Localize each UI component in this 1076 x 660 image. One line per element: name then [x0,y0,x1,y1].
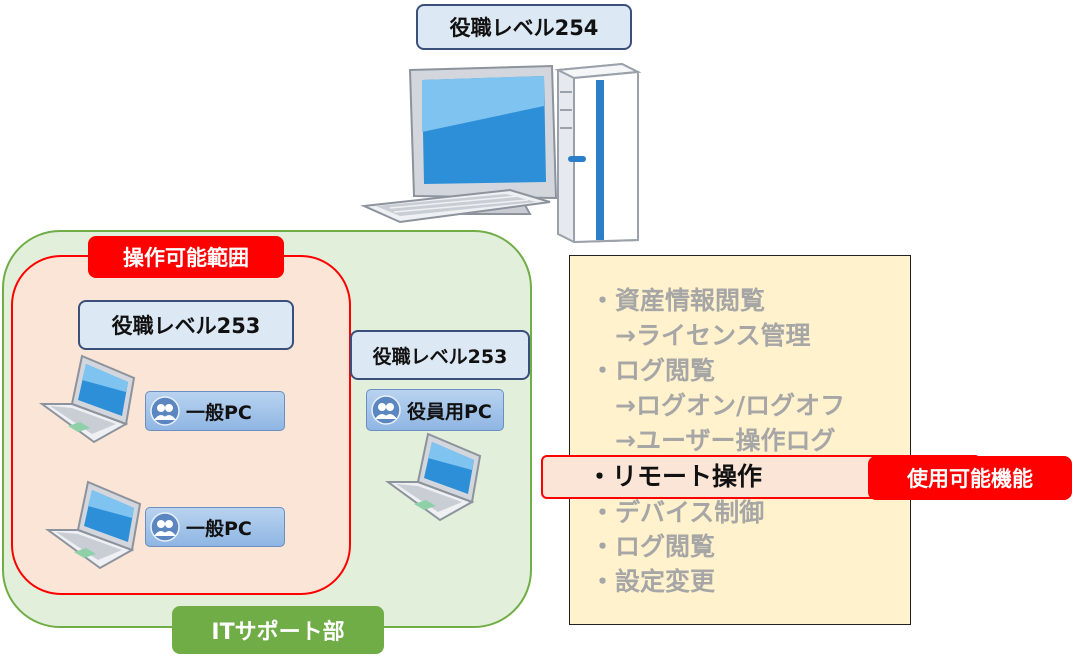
laptop-icon [44,480,142,570]
officer-pc-tag: 役員用PC [366,389,504,431]
usable-features-tag: 使用可能機能 [868,456,1072,500]
it-support-tag: ITサポート部 [172,606,384,654]
laptop-icon [38,354,136,444]
general-pc-tag: 一般PC [145,391,285,431]
feature-item: ・デバイス制御 [590,498,765,527]
it-support-tag-text: ITサポート部 [211,620,345,645]
feature-item: ・設定変更 [590,567,716,596]
officer-level-label: 役職レベル253 [350,330,530,380]
top-level-label-text: 役職レベル254 [449,16,599,40]
range-level-label: 役職レベル253 [78,300,294,350]
range-level-label-text: 役職レベル253 [111,314,261,338]
feature-item: ・ログ閲覧 [590,356,716,385]
feature-item: →ユーザー操作ログ [590,426,836,455]
officer-pc-label: 役員用PC [407,400,492,423]
general-pc-tag: 一般PC [145,507,285,547]
feature-list-box: ・資産情報閲覧 →ライセンス管理 ・ログ閲覧 →ログオン/ログオフ →ユーザー操… [569,255,911,625]
operable-range-tag-text: 操作可能範囲 [123,246,249,270]
officer-level-label-text: 役職レベル253 [372,345,508,368]
feature-item: →ログオン/ログオフ [590,391,846,420]
feature-item: →ライセンス管理 [590,321,811,350]
highlighted-feature-text: ・リモート操作 [587,462,763,491]
usable-features-tag-text: 使用可能機能 [907,467,1033,491]
operable-range-tag: 操作可能範囲 [88,236,284,278]
top-level-label: 役職レベル254 [416,4,632,50]
users-icon [150,396,180,426]
laptop-icon [384,432,482,522]
general-pc-label: 一般PC [186,401,252,424]
users-icon [150,512,180,542]
feature-item: ・ログ閲覧 [590,532,716,561]
feature-item: ・資産情報閲覧 [590,286,766,315]
general-pc-label: 一般PC [186,517,252,540]
users-icon [371,395,401,425]
desktop-computer-icon [360,62,642,244]
